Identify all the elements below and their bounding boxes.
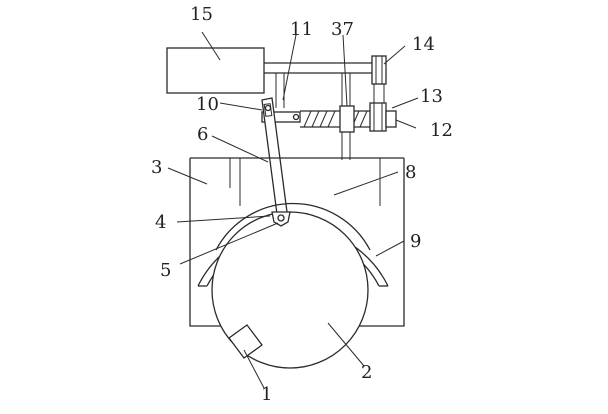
lever-slot	[263, 103, 273, 117]
label-37: 37	[331, 19, 354, 40]
pusher-pin	[277, 214, 285, 222]
lever-top-pin	[264, 104, 272, 112]
screw-rod	[300, 110, 372, 128]
label-9: 9	[410, 231, 421, 252]
label-2: 2	[361, 362, 372, 383]
label-11: 11	[290, 19, 313, 40]
label-12: 12	[430, 120, 453, 141]
label-5: 5	[160, 260, 171, 281]
support-post-left	[275, 73, 285, 108]
label-1: 1	[261, 384, 272, 405]
label-6: 6	[197, 124, 208, 145]
label-4: 4	[155, 212, 166, 233]
nut-block	[339, 105, 355, 133]
label-8: 8	[405, 162, 416, 183]
inner-arc-plate	[215, 202, 371, 251]
frame-body	[189, 157, 405, 327]
lower-pulley	[369, 102, 397, 132]
transmission-belt	[373, 84, 385, 103]
label-10: 10	[196, 94, 219, 115]
outlet-pipe	[228, 324, 263, 359]
label-13: 13	[420, 86, 443, 107]
link-connector	[261, 111, 301, 123]
label-14: 14	[412, 34, 435, 55]
connector-pin-right	[292, 113, 300, 121]
motor-box	[166, 47, 265, 94]
leader-lines	[167, 31, 419, 389]
label-3: 3	[151, 157, 162, 178]
label-15: 15	[190, 4, 213, 25]
upper-pulley	[371, 55, 387, 85]
main-shaft	[264, 62, 373, 74]
